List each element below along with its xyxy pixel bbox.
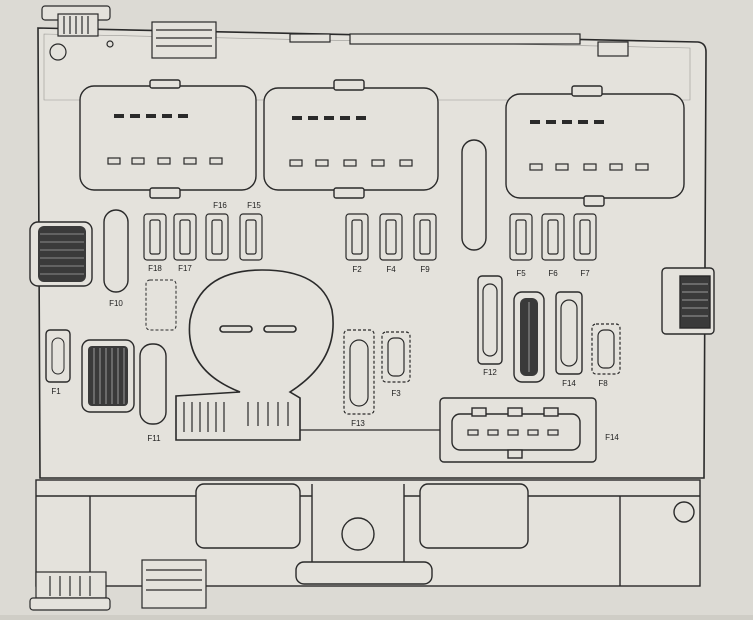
fuse-F3 <box>381 331 411 383</box>
label-F18: F18 <box>148 264 162 273</box>
label-F11: F11 <box>147 434 161 443</box>
fuse-F17 <box>173 213 197 261</box>
fuse-group-left <box>143 213 263 261</box>
bottom-tab <box>141 559 207 609</box>
label-F15: F15 <box>247 201 261 210</box>
fuse-F10 <box>103 209 129 293</box>
top-left-clip <box>41 5 114 61</box>
fuse-F13 <box>343 329 375 415</box>
label-F14-upper: F14 <box>562 379 576 388</box>
label-F8: F8 <box>598 379 608 388</box>
label-F12: F12 <box>483 368 497 377</box>
label-F3: F3 <box>391 389 401 398</box>
label-F7: F7 <box>580 269 590 278</box>
fuse-F9 <box>413 213 437 261</box>
dark-maxi-fuse <box>513 291 545 383</box>
fuse-group-right <box>509 213 597 261</box>
label-F2: F2 <box>352 265 362 274</box>
fuse-F7 <box>573 213 597 261</box>
fuse-F18 <box>143 213 167 261</box>
connector-left <box>79 79 257 199</box>
label-F13: F13 <box>351 419 365 428</box>
fuse-F14-upper <box>555 291 583 375</box>
label-F4: F4 <box>386 265 396 274</box>
fuse-F5 <box>509 213 533 261</box>
label-F5: F5 <box>516 269 526 278</box>
fuse-F8 <box>591 323 621 375</box>
left-edge-relay <box>29 221 93 287</box>
connector-right <box>505 85 685 207</box>
round-relay-socket <box>175 269 440 441</box>
oval-slot <box>461 139 487 251</box>
top-tab <box>151 21 629 59</box>
fuse-F2 <box>345 213 369 261</box>
fuse-F16 <box>205 213 229 261</box>
label-F16: F16 <box>213 201 227 210</box>
right-edge-relay <box>661 267 715 335</box>
fuse-F6 <box>541 213 565 261</box>
label-F10: F10 <box>109 299 123 308</box>
lower-housing <box>35 479 701 587</box>
label-F9: F9 <box>420 265 430 274</box>
label-F1: F1 <box>51 387 61 396</box>
connector-middle <box>263 79 439 199</box>
dark-relay <box>81 339 135 413</box>
fuse-group-middle <box>345 213 437 261</box>
bottom-left-clip <box>29 571 111 611</box>
fuse-F11 <box>139 343 167 425</box>
label-F17: F17 <box>178 264 192 273</box>
fuse-F4 <box>379 213 403 261</box>
label-F6: F6 <box>548 269 558 278</box>
fuse-F15 <box>239 213 263 261</box>
label-F14-lower: F14 <box>605 433 619 442</box>
fuse-F12 <box>477 275 503 365</box>
connector-F14-lower <box>439 397 597 463</box>
small-relay <box>145 279 177 331</box>
